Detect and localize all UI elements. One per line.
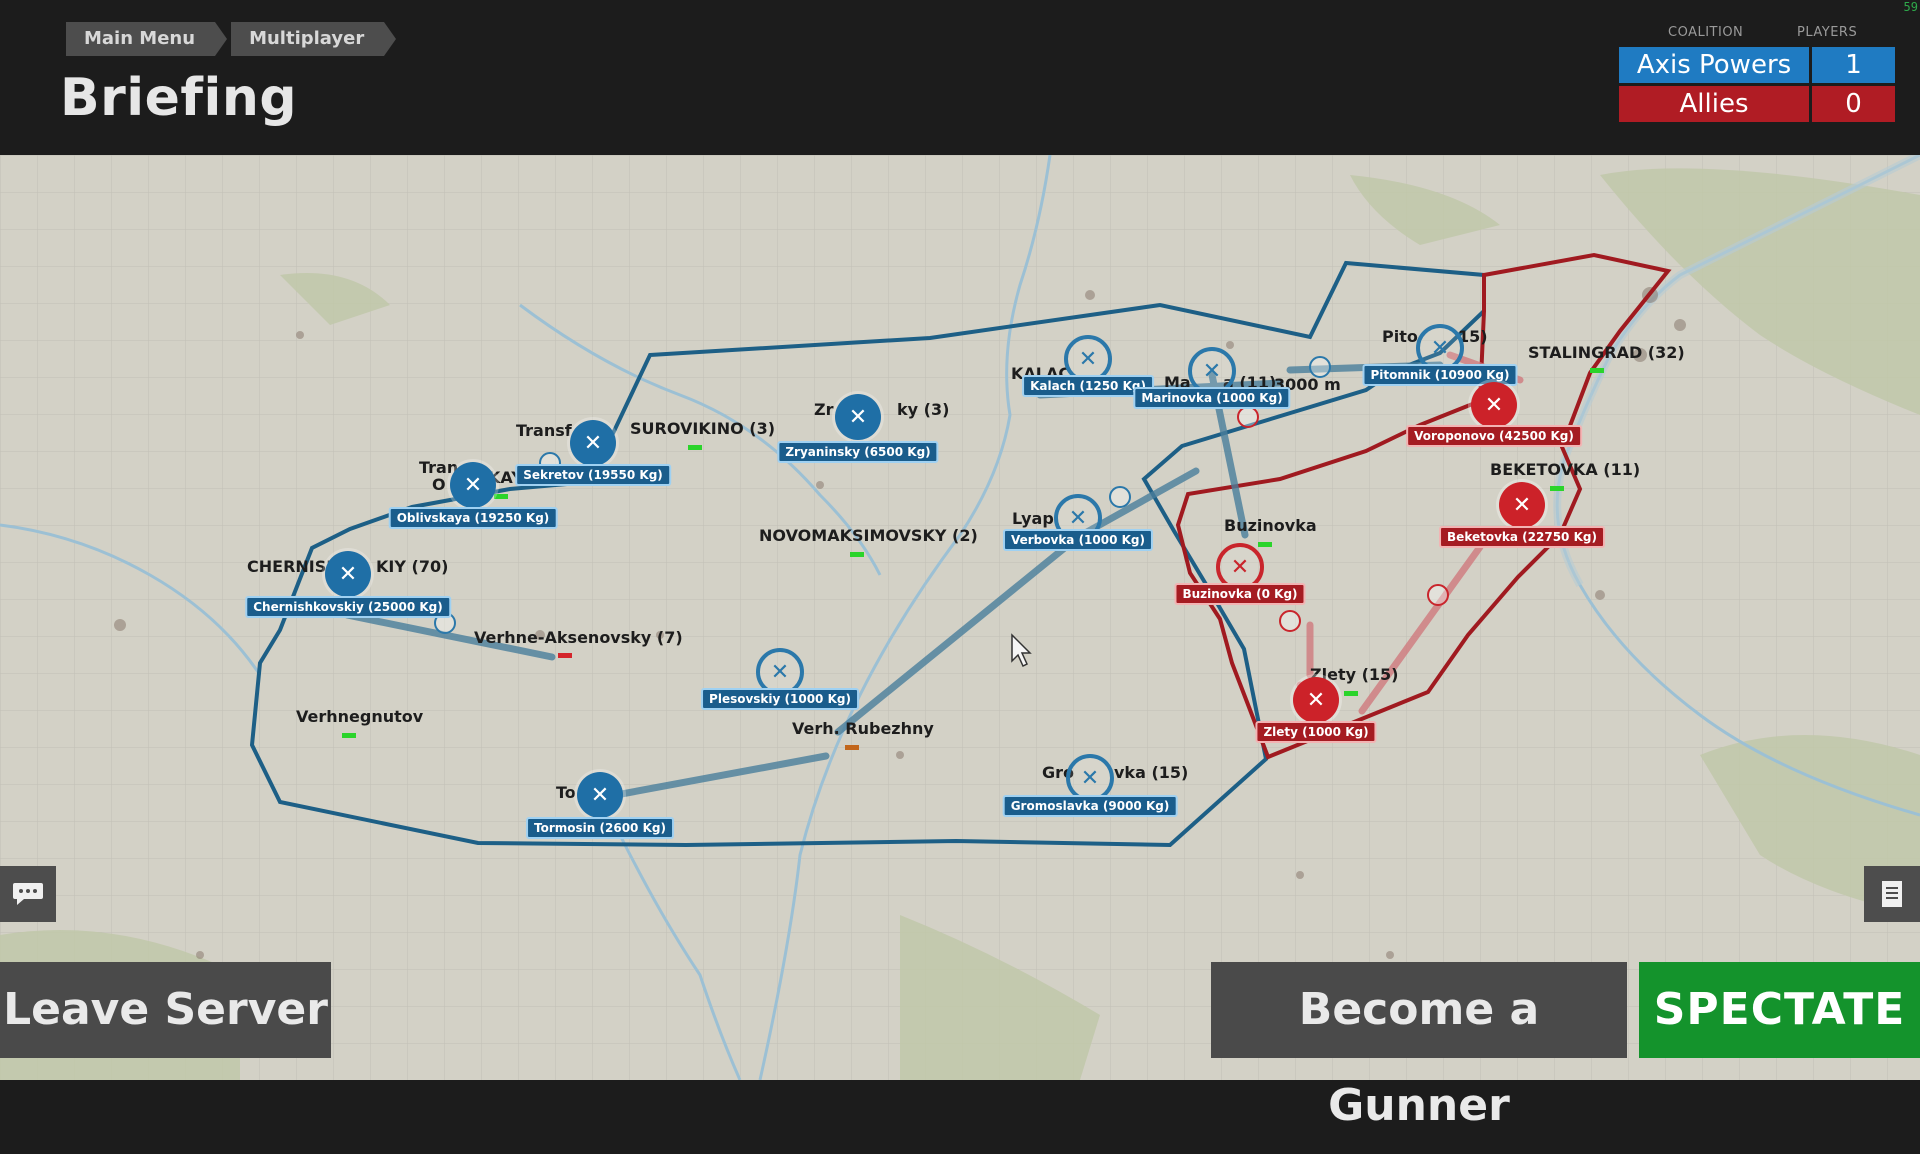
airfield-chernishkovsky-label[interactable]: Chernishkovskiy (25000 Kg) (245, 596, 451, 618)
briefing-map[interactable]: SUROVIKINO (3) Zr ky (3) NOVOMAKSIMOVSKY… (0, 155, 1920, 1080)
place-tormosin: To (556, 783, 576, 802)
coalition-name[interactable]: Allies (1619, 86, 1809, 122)
coalition-players: 1 (1812, 47, 1895, 83)
coalition-row-allies[interactable]: Allies 0 (1619, 86, 1895, 122)
document-icon (1882, 881, 1902, 907)
place-verhne-aksenovsky: Verhne-Aksenovsky (7) (474, 628, 683, 647)
place-pitomnik-tail: 15) (1458, 327, 1488, 346)
mouse-cursor-icon (1011, 633, 1032, 668)
place-novomaksimovsky: NOVOMAKSIMOVSKY (2) (759, 526, 978, 545)
airfield-oblivskaya-icon[interactable]: ✕ (450, 462, 496, 508)
place-oblivskaya-a: O (432, 475, 446, 494)
objective-marker (342, 733, 356, 738)
place-beketovka: BEKETOVKA (11) (1490, 460, 1641, 479)
airfield-beketovka-icon[interactable]: ✕ (1499, 482, 1545, 528)
chat-icon (13, 883, 43, 905)
airfield-verbovka-label[interactable]: Verbovka (1000 Kg) (1002, 529, 1154, 551)
place-stalingrad: STALINGRAD (32) (1528, 343, 1685, 362)
place-verhnegnutov: Verhnegnutov (296, 707, 424, 726)
airfield-zryaninsky-label[interactable]: Zryaninsky (6500 Kg) (777, 441, 939, 463)
objective-marker (1590, 368, 1604, 373)
airfield-pitomnik-label[interactable]: Pitomnik (10900 Kg) (1362, 364, 1518, 386)
place-verh-rubezhny: Verh. Rubezhny (792, 719, 934, 738)
objective-marker (1258, 542, 1272, 547)
spectate-button[interactable]: SPECTATE (1639, 962, 1920, 1058)
place-pitomnik: Pito (1382, 327, 1418, 346)
objective-marker (845, 745, 859, 750)
place-buzinovka: Buzinovka (1224, 516, 1317, 535)
place-chernishkovsky-tail: KIY (70) (376, 557, 449, 576)
airfield-chernishkovsky-icon[interactable]: ✕ (325, 551, 371, 597)
objective-marker (1550, 486, 1564, 491)
leave-server-button[interactable]: Leave Server (0, 962, 331, 1058)
place-zlety: Zlety (15) (1310, 665, 1399, 684)
altitude-label: 3000 m (1274, 375, 1341, 394)
place-tran: Tran (419, 458, 459, 477)
place-gromoslavka-b: vka (15) (1114, 763, 1189, 782)
airfield-gromoslavka-label[interactable]: Gromoslavka (9000 Kg) (1002, 795, 1178, 817)
airfield-sekretov-label[interactable]: Sekretov (19550 Kg) (515, 464, 671, 486)
airfield-zlety-label[interactable]: Zlety (1000 Kg) (1255, 721, 1377, 743)
airfield-beketovka-label[interactable]: Beketovka (22750 Kg) (1439, 526, 1605, 548)
airfield-sekretov-icon[interactable]: ✕ (570, 420, 616, 466)
airfield-tormosin-icon[interactable]: ✕ (577, 772, 623, 818)
briefing-notes-button[interactable] (1864, 866, 1920, 922)
chat-button[interactable] (0, 866, 56, 922)
airfield-voroponovo-label[interactable]: Voroponovo (42500 Kg) (1406, 425, 1582, 447)
objective-marker (688, 445, 702, 450)
airfield-voroponovo-icon[interactable]: ✕ (1471, 382, 1517, 428)
place-transf: Transf (516, 421, 572, 440)
breadcrumb-multiplayer[interactable]: Multiplayer (231, 22, 397, 56)
place-chernishkovsky: CHERNISI (247, 557, 333, 576)
breadcrumb: Main Menu Multiplayer (66, 22, 400, 56)
page-title: Briefing (60, 68, 298, 128)
objective-marker (1344, 691, 1358, 696)
objective-marker (558, 653, 572, 658)
coalition-row-axis[interactable]: Axis Powers 1 (1619, 47, 1895, 83)
airfield-gromoslavka-icon[interactable]: ✕ (1066, 754, 1114, 802)
players-header: PLAYERS (1797, 25, 1858, 40)
airfield-plesovskiy-label[interactable]: Plesovskiy (1000 Kg) (701, 688, 859, 710)
place-zryaninsky-tail: ky (3) (897, 400, 950, 419)
header: 59 Main Menu Multiplayer Briefing COALIT… (0, 0, 1920, 155)
airfield-tormosin-label[interactable]: Tormosin (2600 Kg) (526, 817, 674, 839)
airfield-kalach-label[interactable]: Kalach (1250 Kg) (1022, 375, 1154, 397)
objective-marker (494, 494, 508, 499)
place-lyap: Lyap (1012, 509, 1054, 528)
airfield-oblivskaya-label[interactable]: Oblivskaya (19250 Kg) (388, 507, 558, 529)
coalition-players: 0 (1812, 86, 1895, 122)
airfield-marinovka-label[interactable]: Marinovka (1000 Kg) (1133, 387, 1291, 409)
place-surovikino: SUROVIKINO (3) (630, 419, 776, 438)
airfield-buzinovka-label[interactable]: Buzinovka (0 Kg) (1174, 583, 1306, 605)
breadcrumb-main-menu[interactable]: Main Menu (66, 22, 228, 56)
place-zryaninsky: Zr (814, 400, 834, 419)
become-gunner-button[interactable]: Become a Gunner (1211, 962, 1627, 1131)
airfield-zlety-icon[interactable]: ✕ (1293, 677, 1339, 723)
fps-counter: 59 (1903, 0, 1918, 14)
airfield-zryaninsky-icon[interactable]: ✕ (835, 394, 881, 440)
objective-marker (850, 552, 864, 557)
coalition-header: COALITION (1668, 25, 1744, 40)
coalition-name[interactable]: Axis Powers (1619, 47, 1809, 83)
